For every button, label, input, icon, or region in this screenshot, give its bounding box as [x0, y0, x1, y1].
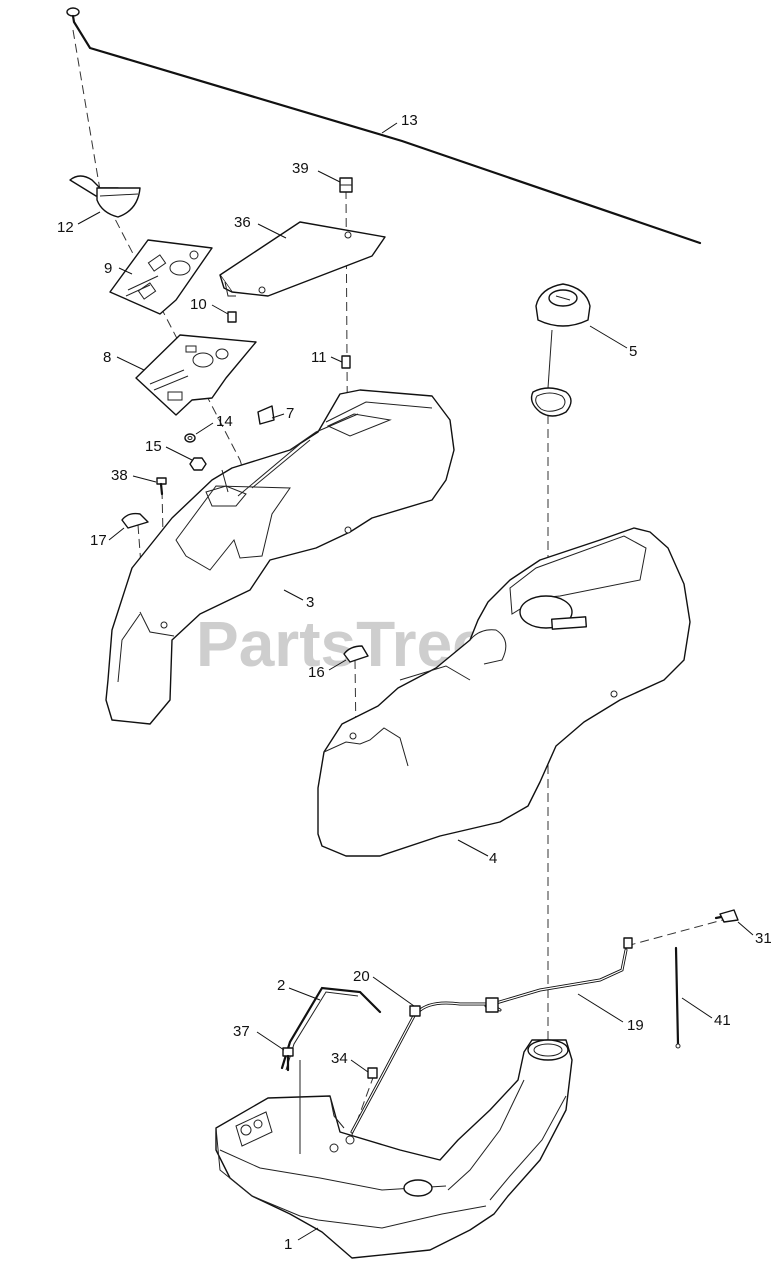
- part-3-body-panel[interactable]: [105, 389, 455, 725]
- part-34-clamp[interactable]: [367, 1067, 378, 1079]
- callout-13[interactable]: 13: [401, 112, 418, 129]
- callout-17[interactable]: 17: [90, 532, 107, 549]
- callout-15[interactable]: 15: [145, 438, 162, 455]
- callout-39[interactable]: 39: [292, 160, 309, 177]
- callout-9[interactable]: 9: [104, 260, 112, 277]
- callout-4[interactable]: 4: [489, 850, 497, 867]
- callout-10[interactable]: 10: [190, 296, 207, 313]
- part-16-pad[interactable]: [343, 645, 369, 663]
- part-41-cable-tie[interactable]: [674, 946, 681, 1049]
- callout-20[interactable]: 20: [353, 968, 370, 985]
- leader-lines: [77, 122, 754, 1241]
- callout-5[interactable]: 5: [629, 343, 637, 360]
- callout-8[interactable]: 8: [103, 349, 111, 366]
- part-36-cover[interactable]: [219, 221, 386, 297]
- part-19-fuel-line[interactable]: [484, 937, 633, 1008]
- callout-14[interactable]: 14: [216, 413, 233, 430]
- part-15-nut[interactable]: [189, 457, 207, 471]
- part-38-bolt[interactable]: [156, 477, 167, 496]
- part-9-decal[interactable]: [109, 239, 213, 315]
- part-12-lever[interactable]: [69, 175, 141, 218]
- callout-41[interactable]: 41: [714, 1012, 731, 1029]
- part-8-bracket[interactable]: [135, 334, 257, 416]
- callout-11[interactable]: 11: [311, 349, 327, 366]
- part-14-washer[interactable]: [184, 433, 196, 443]
- part-20-fuel-line[interactable]: [350, 997, 502, 1134]
- callout-2[interactable]: 2: [277, 977, 285, 994]
- callout-31[interactable]: 31: [755, 930, 772, 947]
- part-39-bolt[interactable]: [339, 177, 353, 193]
- callout-16[interactable]: 16: [308, 664, 325, 681]
- callout-1[interactable]: 1: [284, 1236, 292, 1253]
- part-5-fuel-cap[interactable]: [530, 283, 591, 417]
- part-4-tank-cover[interactable]: [317, 527, 691, 857]
- part-37-bolt[interactable]: [282, 1047, 294, 1072]
- callout-19[interactable]: 19: [627, 1017, 644, 1034]
- part-13-rod[interactable]: [66, 7, 702, 245]
- part-7-clip[interactable]: [257, 405, 275, 425]
- callout-labels: 13 39 12 36 9 5 10 11 8 7 14 15 38 17 3 …: [57, 112, 772, 1253]
- part-1-fuel-tank[interactable]: [215, 1039, 573, 1259]
- part-31-fitting[interactable]: [714, 909, 739, 923]
- callout-3[interactable]: 3: [306, 594, 314, 611]
- callout-12[interactable]: 12: [57, 219, 74, 236]
- callout-36[interactable]: 36: [234, 214, 251, 231]
- part-11-screw[interactable]: [341, 355, 351, 369]
- part-10-screw[interactable]: [227, 311, 237, 323]
- part-17-pad[interactable]: [121, 512, 149, 529]
- callout-37[interactable]: 37: [233, 1023, 250, 1040]
- callout-7[interactable]: 7: [286, 405, 294, 422]
- callout-34[interactable]: 34: [331, 1050, 348, 1067]
- callout-38[interactable]: 38: [111, 467, 128, 484]
